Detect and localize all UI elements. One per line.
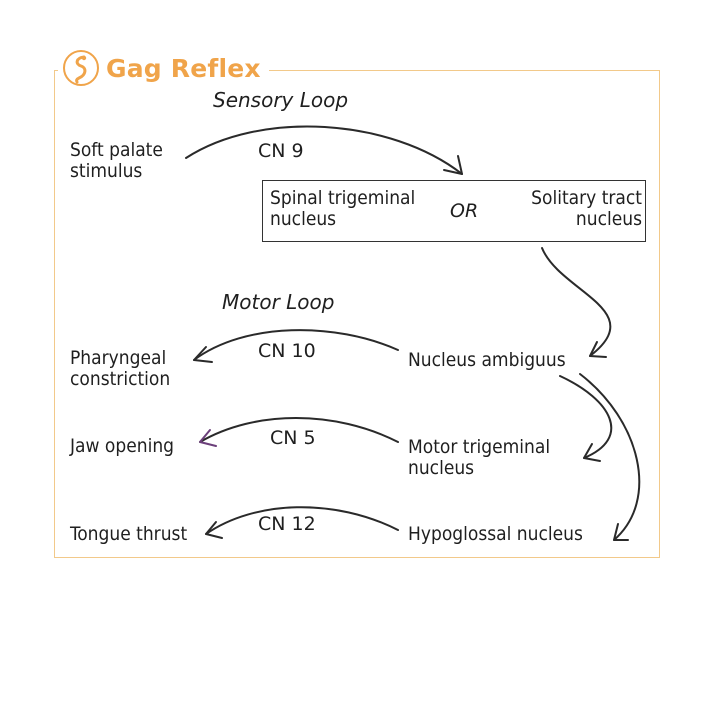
sensory-nuclei-box (262, 180, 646, 242)
motor-trigeminal-nucleus-label: Motor trigeminal nucleus (408, 437, 550, 479)
solitary-tract-line-1: Solitary tract (531, 187, 642, 209)
hypoglossal-nucleus-label: Hypoglossal nucleus (408, 523, 583, 545)
stimulus-line-2: stimulus (70, 160, 143, 182)
tongue-thrust-label: Tongue thrust (70, 523, 188, 545)
cn9-label: CN 9 (258, 140, 304, 162)
cn10-label: CN 10 (258, 340, 316, 362)
or-label: OR (450, 200, 479, 222)
diagram-frame (54, 70, 660, 558)
spinal-trigeminal-line-1: Spinal trigeminal (270, 187, 416, 209)
jaw-opening-label: Jaw opening (70, 435, 175, 457)
pharyngeal-constriction-label: Pharyngeal constriction (70, 348, 170, 390)
throat-icon (63, 50, 99, 86)
cn5-label: CN 5 (270, 427, 316, 449)
sensory-loop-title: Sensory Loop (213, 88, 349, 112)
motor-trigeminal-line-2: nucleus (408, 457, 475, 479)
pharyngeal-line-2: constriction (70, 368, 171, 390)
motor-trigeminal-line-1: Motor trigeminal (408, 436, 551, 458)
cn12-label: CN 12 (258, 513, 316, 535)
spinal-trigeminal-nucleus-label: Spinal trigeminal nucleus (270, 188, 415, 230)
solitary-tract-line-2: nucleus (575, 208, 642, 230)
solitary-tract-nucleus-label: Solitary tract nucleus (506, 188, 642, 230)
motor-loop-title: Motor Loop (222, 290, 335, 314)
pharyngeal-line-1: Pharyngeal (70, 347, 167, 369)
diagram-title: Gag Reflex (106, 53, 261, 83)
soft-palate-stimulus-label: Soft palate stimulus (70, 140, 163, 182)
stimulus-line-1: Soft palate (70, 139, 163, 161)
nucleus-ambiguus-label: Nucleus ambiguus (408, 349, 566, 371)
spinal-trigeminal-line-2: nucleus (270, 208, 337, 230)
diagram-header: Gag Reflex (58, 46, 269, 90)
